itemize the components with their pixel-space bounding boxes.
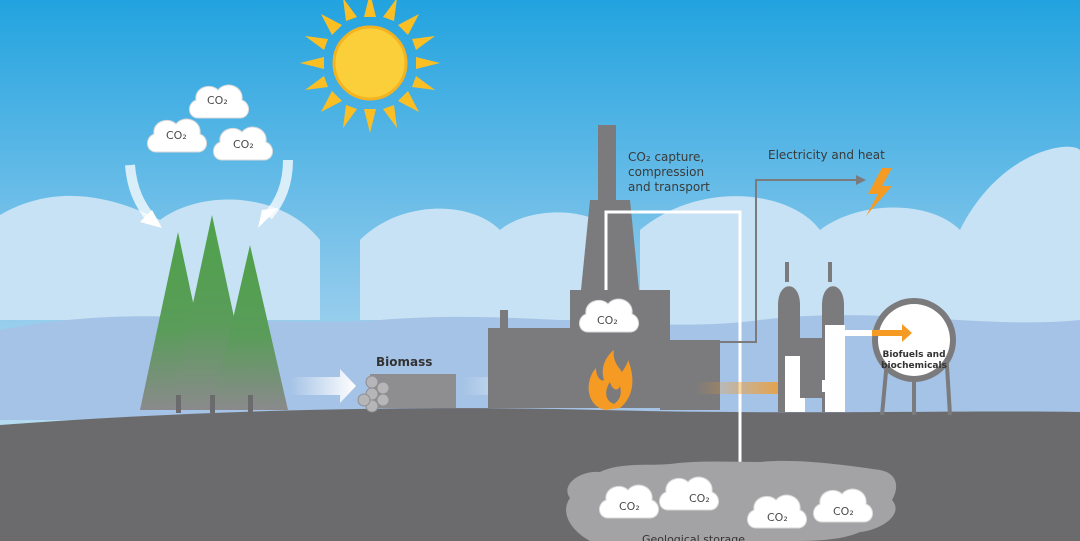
co2-label: CO₂ [233,138,254,151]
co2-cloud-icon: CO₂ [579,298,639,333]
co2-label: CO₂ [833,505,854,518]
log-pile-icon [357,374,456,413]
arrow-to-refinery [695,376,802,400]
refinery [778,262,900,412]
sun-icon [300,0,440,133]
geological-storage [566,460,897,541]
co2-label: CO₂ [689,492,710,505]
ground [0,408,1080,541]
arrow-to-biomass [290,369,356,403]
capture-label: CO₂ capture, compression and transport [628,150,710,195]
co2-pipeline [604,210,742,488]
co2-label: CO₂ [597,314,618,327]
tree-icon [140,215,288,413]
capture-label-line: and transport [628,180,710,194]
co2-label: CO₂ [619,500,640,513]
co2-cloud-icon: CO₂ CO₂ CO₂ [147,84,273,161]
electricity-label: Electricity and heat [768,148,885,162]
biomass-label: Biomass [376,355,433,369]
capture-label-line: CO₂ capture, [628,150,705,164]
biofuels-tank [872,298,956,416]
biofuels-label-line: Biofuels and [882,350,946,360]
capture-label-line: compression [628,165,705,179]
absorption-arrows [125,159,293,228]
co2-label: CO₂ [166,129,187,142]
electricity-line [668,175,866,343]
storage-label: Geological storage [642,533,745,541]
flame-icon [588,350,633,410]
co2-label: CO₂ [767,511,788,524]
biofuels-label: Biofuels and biochemicals [880,350,948,372]
co2-cloud-icon: CO₂ CO₂ CO₂ CO₂ [599,476,873,529]
biofuels-label-line: biochemicals [881,361,947,371]
co2-label: CO₂ [207,94,228,107]
lightning-icon [866,168,892,216]
